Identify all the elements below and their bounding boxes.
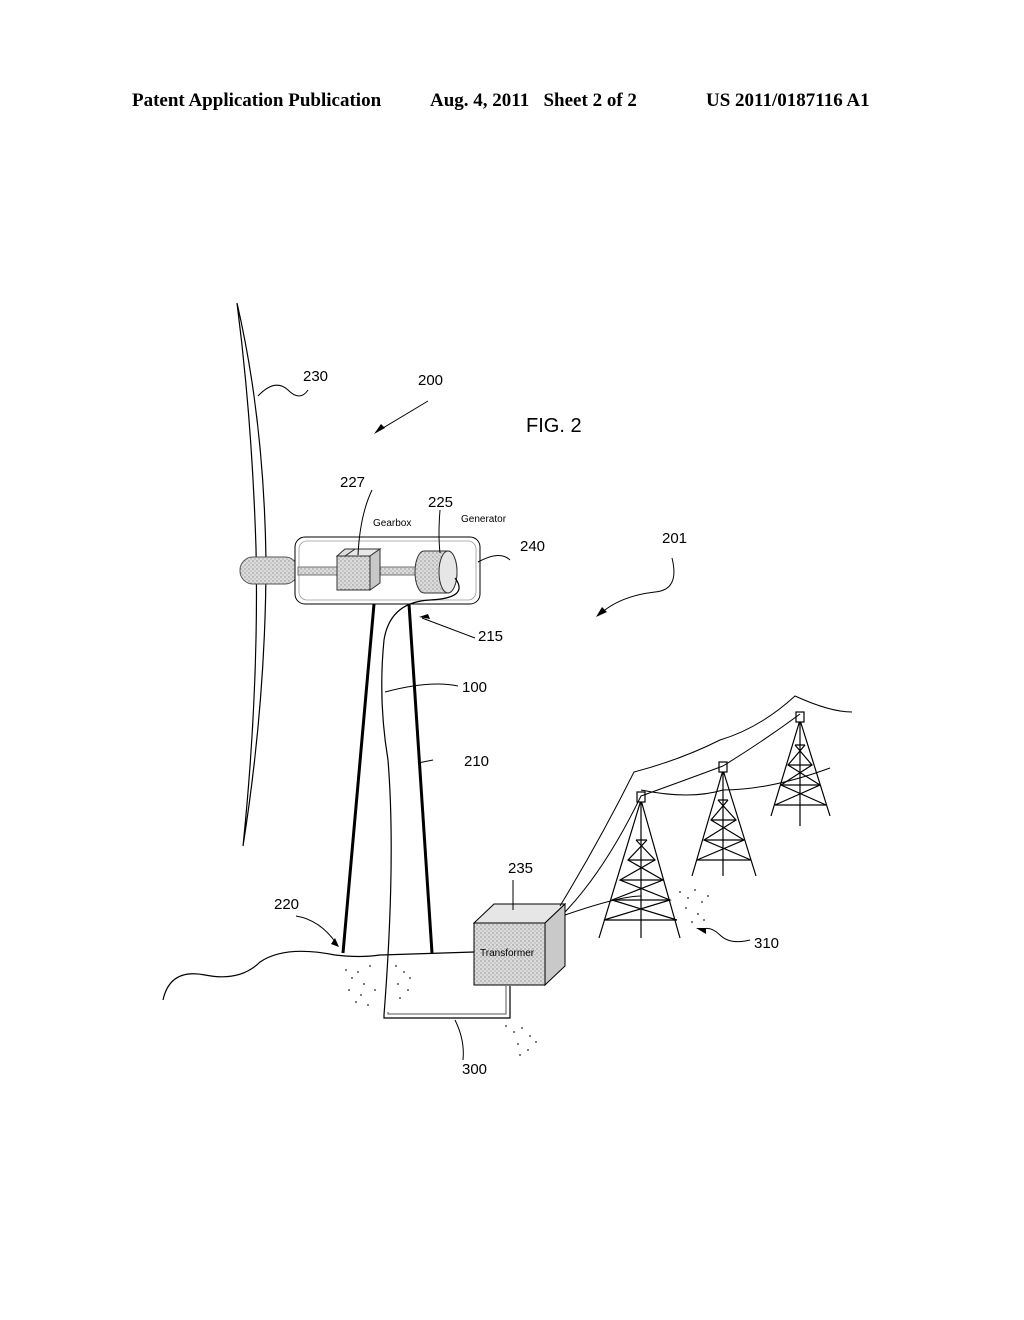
ref-310: 310 bbox=[754, 935, 779, 952]
leader-lines bbox=[257, 384, 751, 1061]
tower bbox=[341, 603, 434, 954]
publication-type: Patent Application Publication bbox=[132, 90, 382, 111]
ref-200: 200 bbox=[418, 372, 443, 389]
generator-label: Generator bbox=[461, 514, 507, 525]
ref-300: 300 bbox=[462, 1061, 487, 1078]
gearbox-label: Gearbox bbox=[373, 518, 411, 529]
ref-100: 100 bbox=[462, 679, 487, 696]
transmission-tower-2 bbox=[691, 761, 757, 877]
ref-230: 230 bbox=[303, 368, 328, 385]
turbine-blade bbox=[236, 302, 267, 847]
high-speed-shaft bbox=[379, 566, 421, 576]
arrowheads bbox=[331, 424, 706, 947]
publication-number: US 2011/0187116 A1 bbox=[706, 90, 870, 111]
transformer-label: Transformer bbox=[480, 948, 535, 959]
rotor-hub bbox=[239, 556, 299, 585]
ref-240: 240 bbox=[520, 538, 545, 555]
ref-201: 201 bbox=[662, 530, 687, 547]
generator-cylinder bbox=[414, 550, 458, 594]
ref-220: 220 bbox=[274, 896, 299, 913]
publication-date-sheet: Aug. 4, 2011 Sheet 2 of 2 bbox=[430, 90, 637, 111]
ref-210: 210 bbox=[464, 753, 489, 770]
ref-235: 235 bbox=[508, 860, 533, 877]
transmission-tower-1 bbox=[598, 791, 681, 939]
underground-cable bbox=[383, 986, 511, 1019]
ref-225: 225 bbox=[428, 494, 453, 511]
transformer-box bbox=[472, 902, 567, 987]
gearbox-box bbox=[335, 548, 382, 591]
power-cable bbox=[381, 577, 460, 1016]
ref-227: 227 bbox=[340, 474, 365, 491]
transmission-tower-3 bbox=[770, 711, 831, 826]
ref-215: 215 bbox=[478, 628, 503, 645]
main-shaft bbox=[297, 566, 339, 576]
soil-particles bbox=[345, 889, 709, 1056]
figure-title: FIG. 2 bbox=[526, 415, 582, 437]
power-lines bbox=[559, 695, 853, 916]
